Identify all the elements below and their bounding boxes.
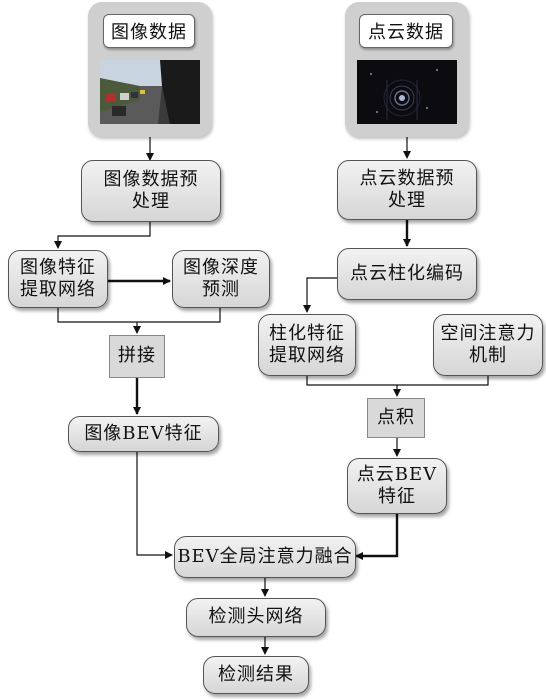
arrow-imgbev-to-fusion [136,452,173,559]
bev-global-attention-fusion-node: BEV全局注意力融合 [174,536,356,578]
arrow-pcbev-to-fusion [355,514,399,560]
pointcloud-scan-image [357,60,457,124]
detection-result-node: 检测结果 [203,656,309,694]
detection-head-node: 检测头网络 [186,598,326,637]
image-preprocess-node: 图像数据预 处理 [81,160,221,222]
line-feature-to-concat [57,307,221,323]
pointcloud-data-source: 点云数据 [345,2,469,137]
image-depth-prediction-node: 图像深度 预测 [172,250,270,308]
pointcloud-data-label: 点云数据 [359,14,453,48]
line-pillar-attention-merge [306,376,489,386]
concat-node: 拼接 [109,335,165,378]
image-bev-feature-node: 图像BEV特征 [68,416,219,452]
pointcloud-bev-feature-node: 点云BEV 特征 [347,458,447,514]
spatial-attention-node: 空间注意力 机制 [433,314,543,376]
pillar-encoding-node: 点云柱化编码 [337,248,477,300]
image-data-source: 图像数据 [88,2,212,137]
image-feature-extraction-node: 图像特征 提取网络 [8,250,108,308]
pointcloud-preprocess-node: 点云数据预 处理 [337,160,477,220]
pillar-feature-extraction-node: 柱化特征 提取网络 [258,314,356,376]
road-camera-image [100,60,200,124]
dot-product-node: 点积 [367,398,425,438]
arrow-encode-to-pillarfeat [303,277,337,313]
arrow-preprocess-to-feature [54,222,151,249]
image-data-label: 图像数据 [103,14,195,48]
